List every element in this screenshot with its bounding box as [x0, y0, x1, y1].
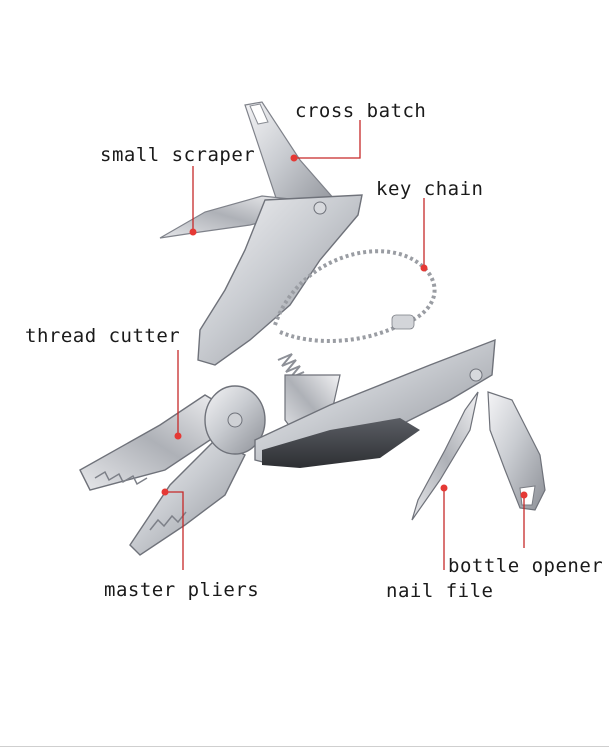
label-bottle-opener: bottle opener	[448, 555, 604, 577]
bottle-opener	[487, 391, 546, 511]
pliers-jaws	[79, 385, 266, 556]
label-nail-file: nail file	[386, 580, 494, 602]
marker-dots	[161, 154, 528, 499]
label-key-chain: key chain	[376, 178, 484, 200]
key-chain-beads	[273, 249, 437, 343]
lower-handle	[254, 338, 496, 468]
label-small-scraper: small scraper	[100, 144, 256, 166]
label-master-pliers: master pliers	[104, 579, 260, 601]
label-cross-batch: cross batch	[295, 100, 427, 122]
upper-handle	[197, 194, 363, 366]
bottom-divider	[0, 746, 609, 747]
label-thread-cutter: thread cutter	[25, 325, 181, 347]
callout-lines	[165, 120, 525, 570]
nail-file	[411, 391, 479, 521]
